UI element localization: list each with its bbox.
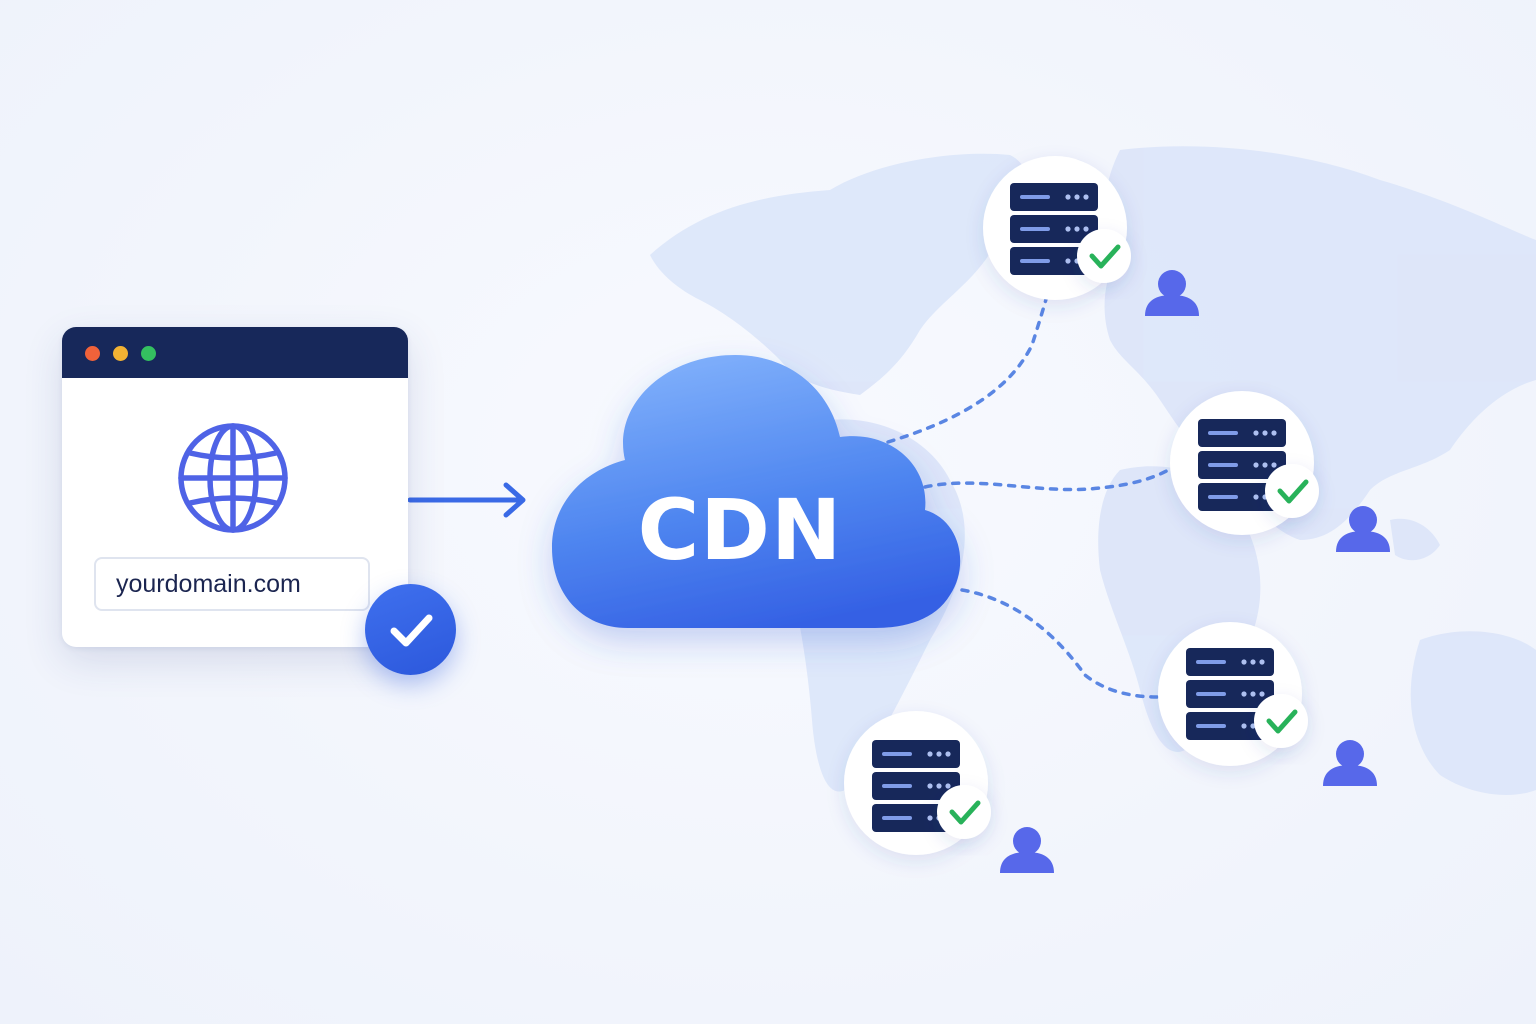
edge-node-east <box>1170 391 1319 535</box>
request-arrow <box>407 482 526 518</box>
cdn-cloud <box>552 355 961 628</box>
browser-window: yourdomain.com <box>62 327 408 647</box>
url-field[interactable]: yourdomain.com <box>94 557 370 611</box>
minimize-dot-icon[interactable] <box>113 346 128 361</box>
user-icon <box>1323 740 1377 786</box>
maximize-dot-icon[interactable] <box>141 346 156 361</box>
cdn-label: CDN <box>637 481 843 579</box>
link-southeast <box>960 588 1162 699</box>
check-icon <box>1089 244 1121 269</box>
user-icon <box>1000 827 1054 873</box>
edge-node-north <box>983 156 1131 300</box>
verified-badge <box>365 584 456 675</box>
link-east <box>923 466 1174 492</box>
edge-links <box>886 283 1174 699</box>
close-dot-icon[interactable] <box>85 346 100 361</box>
link-north <box>886 283 1052 444</box>
check-icon <box>1266 709 1298 734</box>
edge-node-southeast <box>1158 622 1308 766</box>
edge-node-south <box>844 711 991 855</box>
check-icon <box>1277 479 1309 504</box>
browser-titlebar <box>62 327 408 378</box>
check-icon <box>949 800 981 825</box>
globe-icon <box>178 423 288 533</box>
check-icon <box>390 614 432 646</box>
